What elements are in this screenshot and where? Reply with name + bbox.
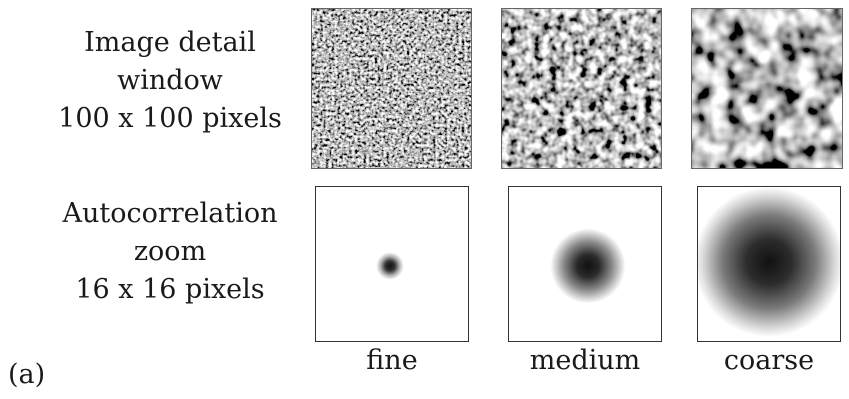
panel-tag: (a): [8, 359, 46, 390]
column-label-coarse: coarse: [723, 345, 815, 376]
column-label-medium: medium: [529, 345, 641, 376]
autocorrelation-medium: [508, 186, 662, 342]
autocorrelation-coarse: [697, 186, 841, 342]
image-row-label-line-1: Image detail: [84, 27, 256, 58]
autocorrelation-fine: [315, 186, 469, 342]
column-label-fine: fine: [366, 345, 418, 376]
autocorr-row-label-line-1: Autocorrelation: [62, 198, 278, 229]
image-row-label-line-3: 100 x 100 pixels: [58, 103, 282, 134]
image-detail-row-label: Image detail window 100 x 100 pixels: [30, 24, 310, 138]
autocorr-row-label-line-3: 16 x 16 pixels: [75, 274, 265, 305]
texture-image-medium: [501, 8, 662, 169]
texture-image-coarse: [691, 8, 843, 169]
image-row-label-line-2: window: [117, 65, 223, 96]
autocorr-row-label-line-2: zoom: [133, 236, 207, 267]
autocorrelation-row-label: Autocorrelation zoom 16 x 16 pixels: [30, 195, 310, 309]
texture-image-fine: [311, 8, 472, 169]
